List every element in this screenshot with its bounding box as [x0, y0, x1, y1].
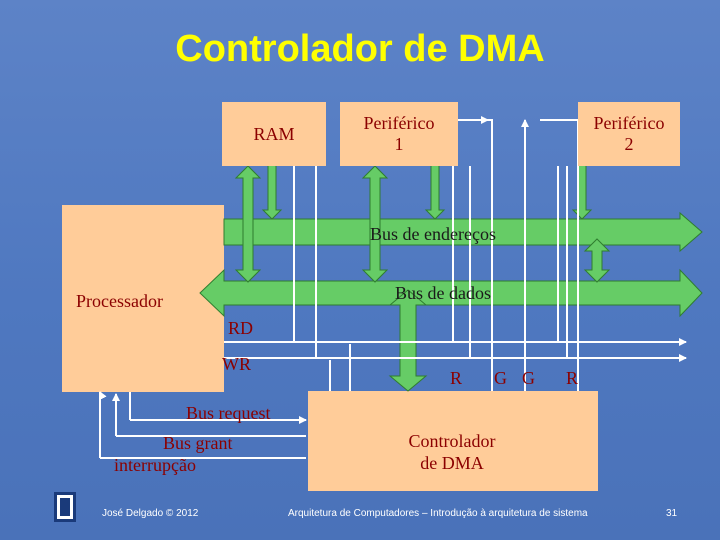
address-links: [261, 164, 593, 220]
footer-page: 31: [666, 508, 678, 519]
wr-label: WR: [222, 354, 251, 374]
dma-block: [308, 391, 598, 491]
bus-dados-label: Bus de dados: [395, 283, 491, 303]
interrupcao-label: interrupção: [114, 455, 196, 475]
r2-label: R: [566, 368, 579, 388]
dma-label: Controlador de DMA: [408, 431, 496, 473]
processador-block: [62, 205, 224, 392]
bus-enderecos-label: Bus de endereços: [370, 224, 496, 244]
slide-title: Controlador de DMA: [175, 28, 545, 70]
g2-label: G: [522, 368, 535, 388]
periferico1-block: Periférico 1: [340, 102, 458, 166]
processador-label: Processador: [76, 291, 163, 311]
bus-enderecos: [223, 211, 703, 253]
rd-label: RD: [228, 318, 254, 338]
footer-course: Arquitetura de Computadores – Introdução…: [288, 508, 588, 519]
r1-label: R: [450, 368, 463, 388]
university-logo: [54, 492, 76, 522]
ram-label: RAM: [253, 123, 295, 144]
ram-block: RAM: [222, 102, 326, 166]
g1-label: G: [494, 368, 507, 388]
periferico1-label: Periférico 1: [363, 113, 435, 154]
periferico2-label: Periférico 2: [593, 113, 665, 154]
bus-grant-label: Bus grant: [163, 433, 233, 453]
periferico2-block: Periférico 2: [578, 102, 680, 166]
data-links: [234, 165, 611, 392]
bus-dados: [199, 268, 703, 318]
footer-author: José Delgado © 2012: [102, 508, 199, 519]
bus-request-label: Bus request: [186, 403, 271, 423]
